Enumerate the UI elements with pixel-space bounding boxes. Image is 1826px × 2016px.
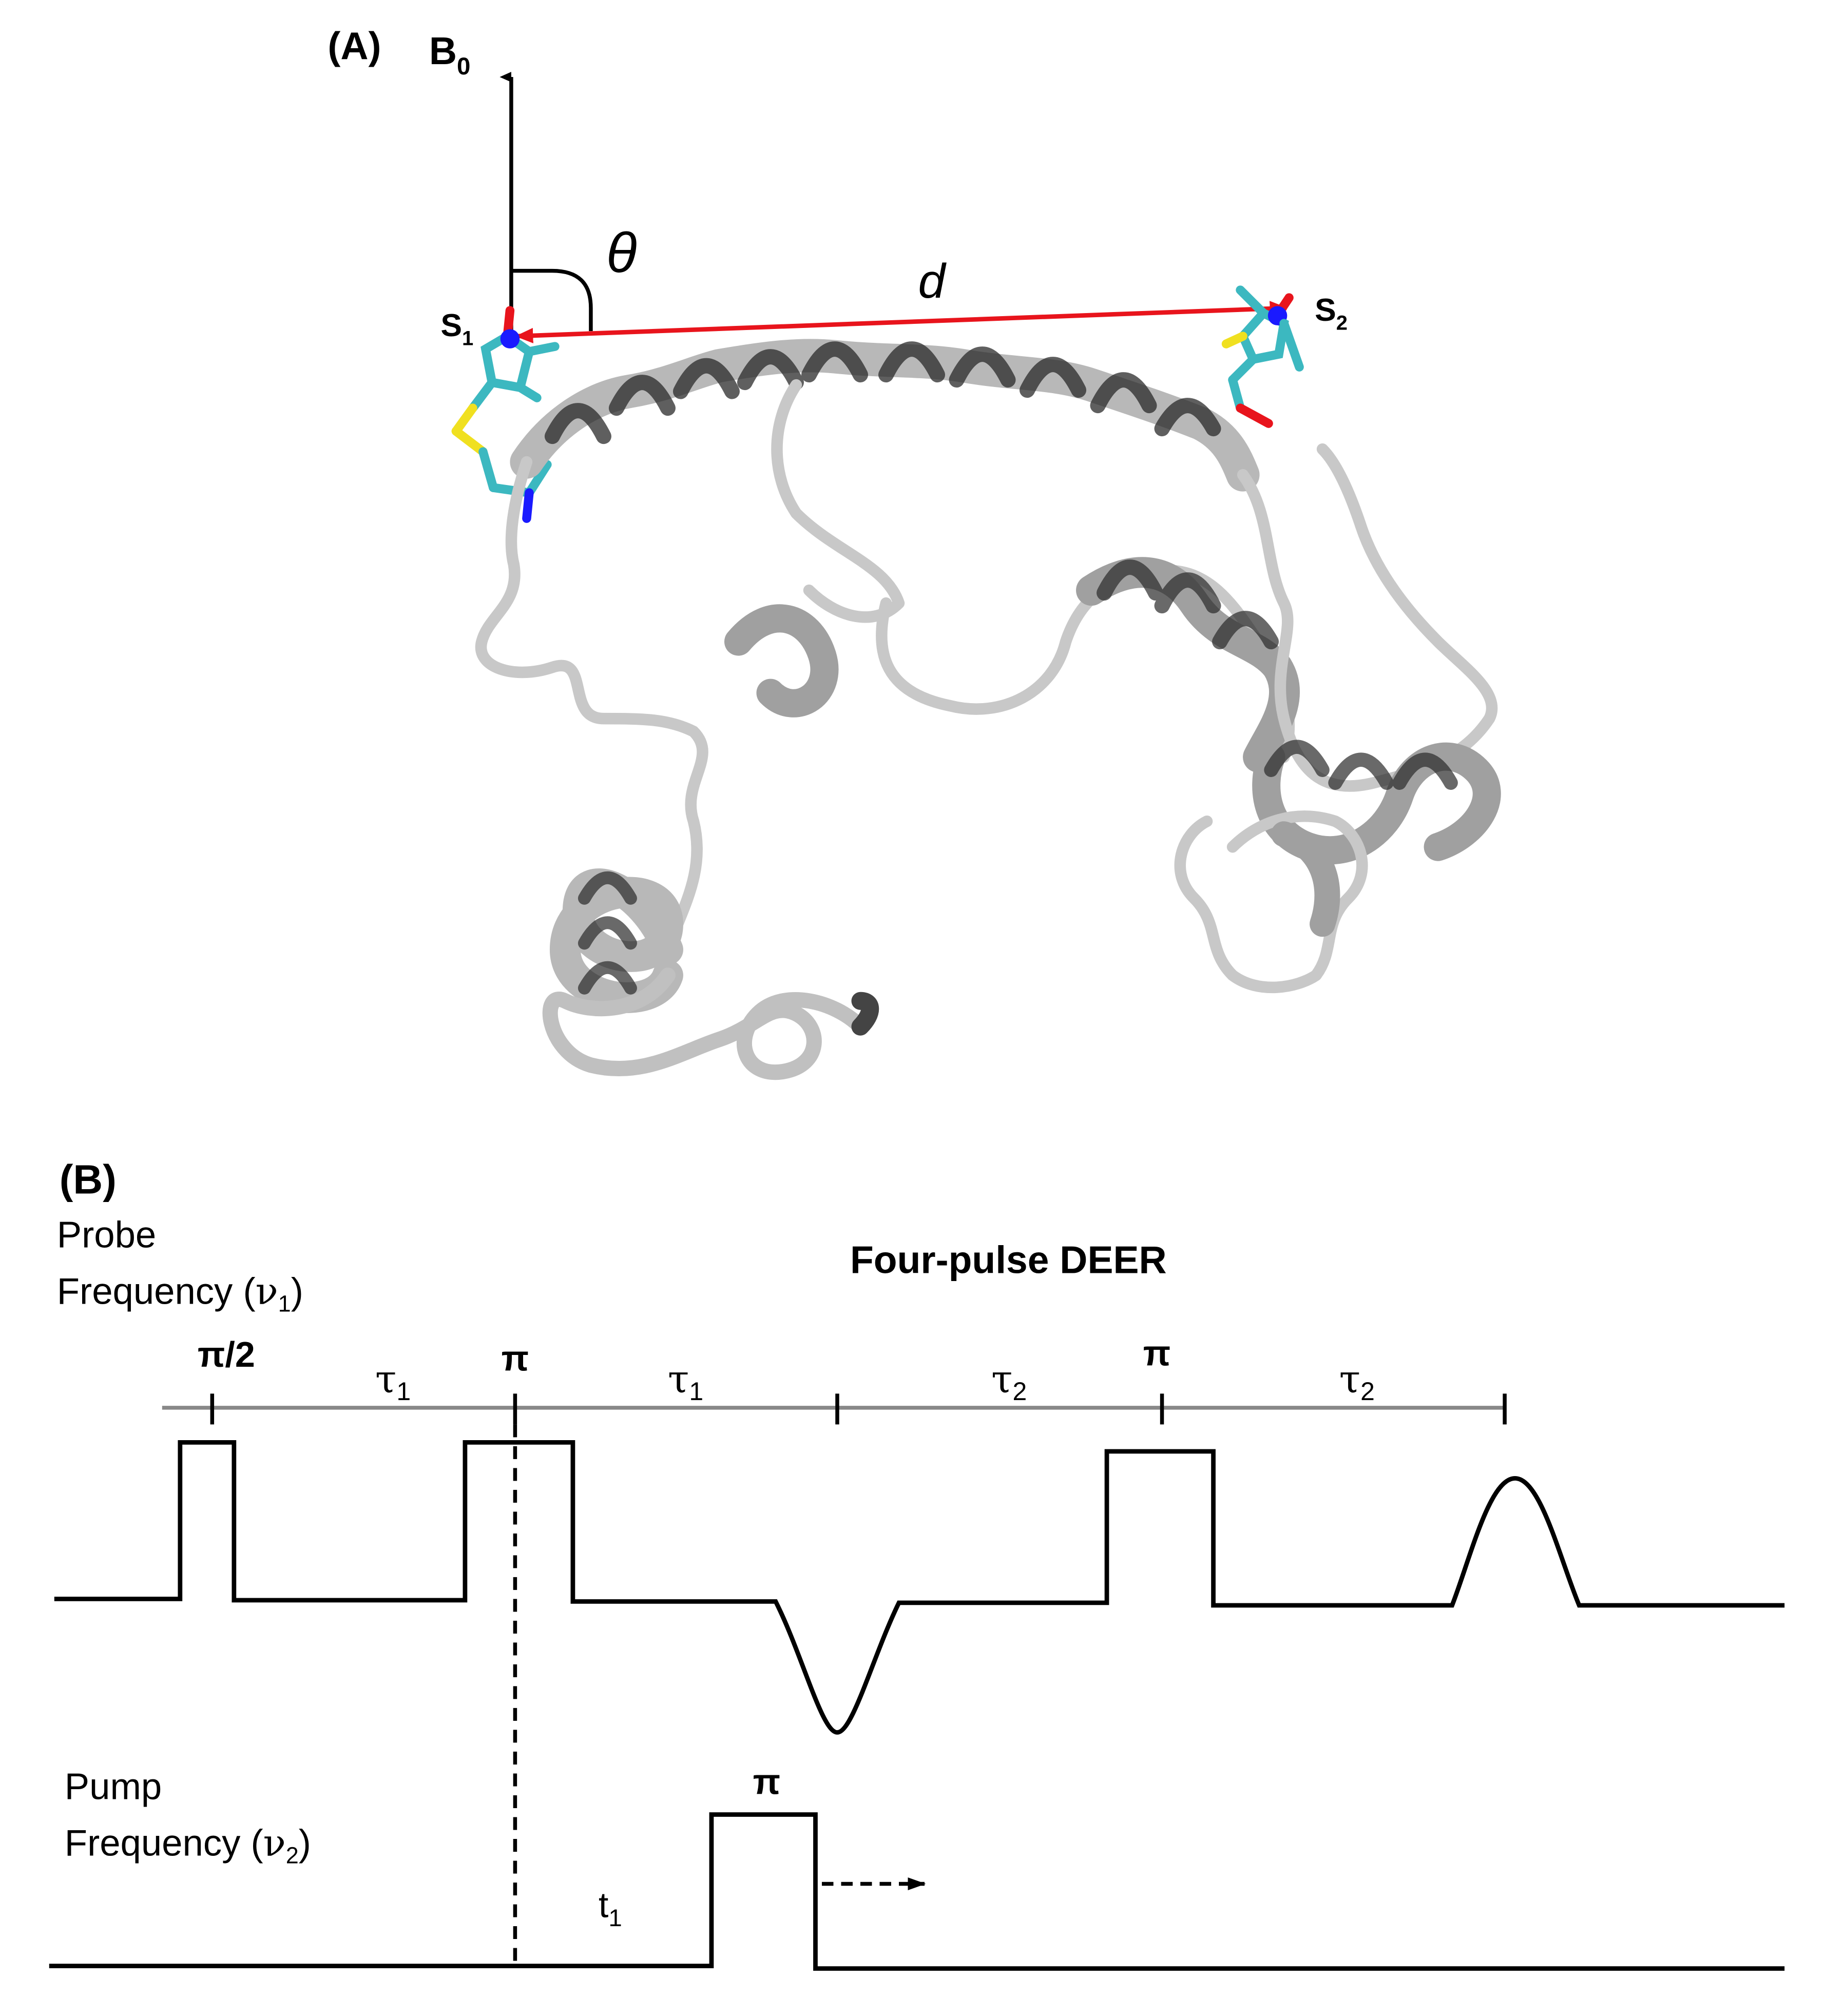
probe-label-line1: Probe [57, 1214, 156, 1255]
pi-half-pulse-label: π/2 [198, 1334, 255, 1374]
delay-tau2-b: τ2 [1339, 1356, 1375, 1406]
spin-label-2-molecule [1221, 285, 1304, 428]
panel-b-label: (B) [60, 1156, 117, 1202]
timeline-ticks [210, 1393, 1507, 1425]
distance-symbol: d [918, 254, 947, 308]
panel-b: (B) Four-pulse DEER Probe Frequency (ν1)… [49, 1156, 1785, 1971]
protein-ribbon [475, 339, 1501, 1080]
distance-arrow [515, 301, 1288, 343]
b0-label: B0 [429, 29, 471, 80]
probe-label-line2: Frequency (ν1) [57, 1270, 303, 1316]
delay-tau1-b: τ1 [668, 1356, 703, 1406]
pump-pi-pulse-label: π [753, 1761, 781, 1801]
theta-symbol: θ [606, 221, 637, 284]
panel-a: (A) B0 θ d S1 [328, 24, 1501, 1080]
pump-pulse-sequence [49, 1812, 1785, 1971]
pump-label-line1: Pump [65, 1766, 162, 1807]
theta-angle-arc [511, 268, 593, 332]
delay-tau1-a: τ1 [375, 1356, 411, 1406]
pi-pulse-2-label: π [1143, 1333, 1171, 1373]
delay-tau2-a: τ2 [991, 1356, 1027, 1406]
panel-a-label: (A) [328, 24, 381, 67]
pump-delay-t1: t1 [599, 1885, 622, 1932]
probe-pulse-sequence [54, 1440, 1785, 1735]
pump-label-line2: Frequency (ν2) [65, 1821, 311, 1868]
spin-1-label: S1 [440, 307, 473, 350]
pi-pulse-1-label: π [502, 1338, 529, 1378]
deer-title: Four-pulse DEER [850, 1238, 1167, 1281]
spin-2-label: S2 [1315, 292, 1348, 335]
